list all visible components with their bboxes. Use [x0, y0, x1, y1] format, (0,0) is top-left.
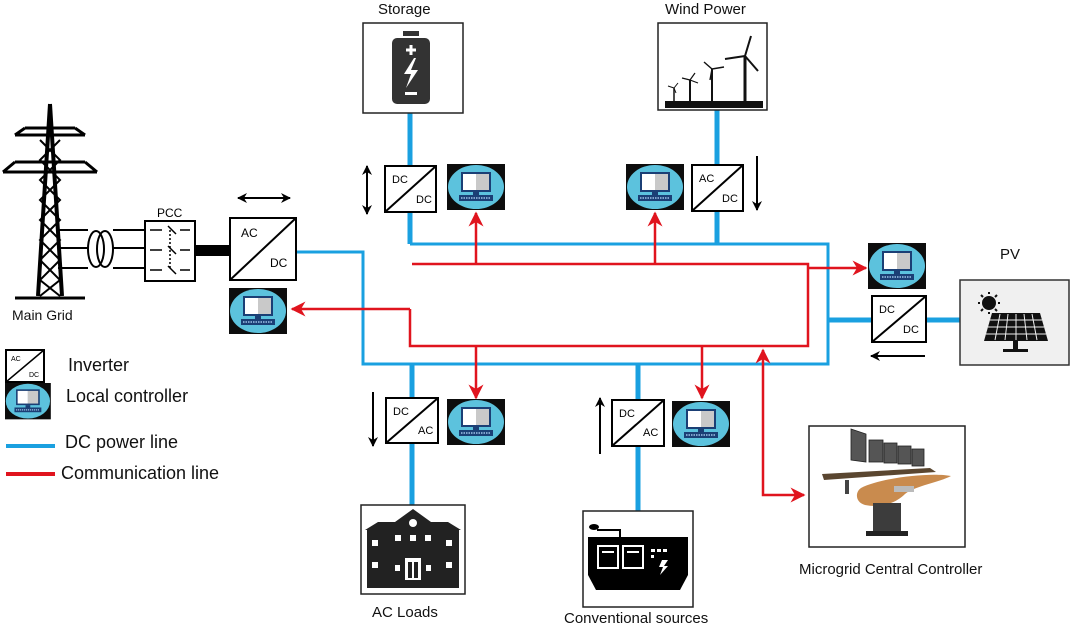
converter-wind: AC DC [691, 164, 744, 212]
sun-icon [978, 292, 1000, 314]
conventional-sources-label: Conventional sources [564, 610, 709, 627]
svg-text:DC: DC [903, 324, 919, 336]
converter-main-grid: AC DC [229, 217, 297, 281]
svg-text:DC: DC [416, 194, 432, 206]
transmission-tower-icon [2, 103, 98, 300]
svg-text:AC: AC [11, 356, 21, 363]
main-grid-label: Main Grid [12, 307, 73, 323]
wind-power-label: Wind Power [665, 1, 746, 18]
converter-ac-loads: DC AC [385, 397, 439, 444]
legend-comm-line-label: Communication line [61, 463, 220, 483]
dc-bus-loop [297, 242, 830, 366]
comm-to-central-controller [755, 348, 806, 503]
pv-box [959, 279, 1070, 366]
ac-loads-box [360, 504, 466, 595]
local-controller-conventional [671, 400, 731, 448]
communication-lines [290, 211, 868, 503]
central-controller-label: Microgrid Central Controller [799, 561, 983, 578]
svg-text:AC: AC [418, 425, 433, 437]
local-controller-main-grid [228, 287, 288, 335]
svg-text:AC: AC [643, 427, 658, 439]
legend-local-controller-label: Local controller [66, 386, 189, 406]
transformer-icon [87, 229, 145, 269]
svg-text:DC: DC [270, 256, 288, 270]
building-icon [365, 509, 461, 588]
svg-text:DC: DC [392, 174, 408, 186]
comm-bus-loop [408, 262, 810, 348]
legend-local-controller-icon [4, 382, 52, 420]
storage-box [362, 22, 464, 114]
svg-text:DC: DC [879, 304, 895, 316]
svg-text:DC: DC [722, 193, 738, 205]
conventional-sources-box [582, 510, 694, 608]
svg-text:DC: DC [393, 406, 409, 418]
local-controller-wind [625, 163, 685, 211]
power-flow-arrows [237, 156, 925, 454]
local-controller-storage [446, 163, 506, 211]
central-controller-box [808, 425, 966, 548]
converter-pv: DC DC [871, 295, 927, 343]
legend: AC DC [4, 349, 55, 476]
ac-loads-label: AC Loads [372, 604, 438, 621]
svg-text:DC: DC [29, 372, 39, 379]
wind-turbines-icon [665, 35, 763, 108]
legend-dc-line-label: DC power line [65, 432, 179, 452]
battery-icon [392, 31, 430, 104]
generator-icon [588, 524, 688, 590]
converter-storage: DC DC [384, 165, 437, 213]
solar-panel-icon [984, 313, 1048, 352]
legend-inverter-label: Inverter [68, 355, 130, 375]
svg-text:DC: DC [619, 408, 635, 420]
pv-label: PV [1000, 246, 1021, 263]
converter-conventional: DC AC [611, 399, 665, 447]
local-controller-ac-loads [446, 398, 506, 446]
wind-power-box [657, 22, 768, 111]
control-desk-icon [822, 428, 951, 536]
pcc-switch-icon [144, 220, 230, 282]
storage-label: Storage [378, 1, 431, 18]
svg-text:AC: AC [241, 226, 258, 240]
pcc-label: PCC [157, 206, 183, 220]
svg-text:AC: AC [699, 173, 714, 185]
local-controller-pv [867, 242, 927, 290]
legend-inverter-icon: AC DC [5, 349, 45, 383]
